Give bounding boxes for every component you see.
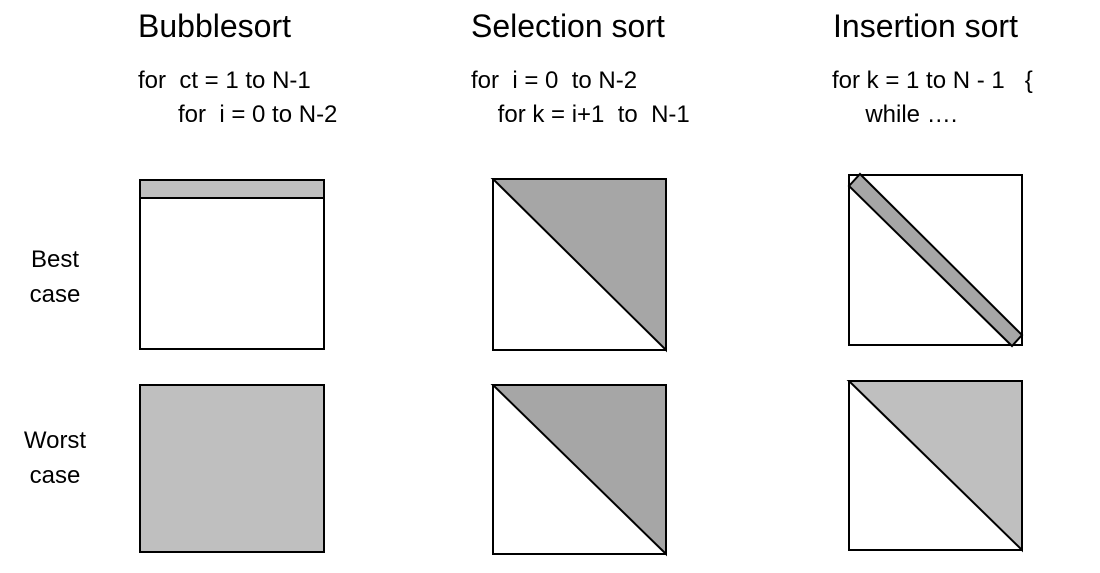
row-label-worst-line-1: Worst — [23, 427, 87, 454]
bubblesort-title: Bubblesort — [138, 8, 291, 44]
row-label-worst-case: Worst case — [10, 423, 100, 493]
insertion-worst-triangle — [846, 380, 1023, 553]
selection-best-triangle — [490, 178, 667, 353]
selection-sort-best-case-diagram — [490, 178, 667, 353]
row-label-best-case: Best case — [10, 242, 100, 312]
selection-sort-code-line-2: for k = i+1 to N-1 — [471, 101, 690, 128]
selection-sort-title: Selection sort — [471, 8, 665, 44]
bubblesort-best-band — [139, 179, 325, 199]
insertion-sort-title: Insertion sort — [833, 8, 1018, 44]
row-label-best-line-1: Best — [30, 246, 80, 273]
bubblesort-worst-case-diagram — [139, 384, 325, 553]
insertion-best-diagonal-band — [847, 172, 1024, 348]
bubblesort-code: for ct = 1 to N-1 for i = 0 to N-2 — [138, 64, 337, 132]
selection-sort-code: for i = 0 to N-2 for k = i+1 to N-1 — [471, 64, 690, 132]
bubblesort-code-line-2: for i = 0 to N-2 — [138, 101, 338, 128]
insertion-sort-code: for k = 1 to N - 1 { while …. — [832, 64, 1033, 132]
insertion-sort-code-line-2: while …. — [832, 101, 958, 128]
bubblesort-worst-square — [139, 384, 325, 553]
selection-worst-triangle — [490, 384, 667, 557]
bubblesort-best-square — [139, 179, 325, 350]
bubblesort-best-case-diagram — [139, 179, 325, 350]
insertion-sort-best-case-diagram — [847, 172, 1024, 348]
insertion-sort-code-line-1: for k = 1 to N - 1 { — [832, 67, 1033, 94]
bubblesort-code-line-1: for ct = 1 to N-1 — [138, 67, 311, 94]
row-label-worst-line-2: case — [29, 462, 81, 489]
insertion-sort-worst-case-diagram — [846, 380, 1023, 553]
selection-sort-code-line-1: for i = 0 to N-2 — [471, 67, 638, 94]
row-label-best-line-2: case — [29, 281, 81, 308]
selection-sort-worst-case-diagram — [490, 384, 667, 557]
